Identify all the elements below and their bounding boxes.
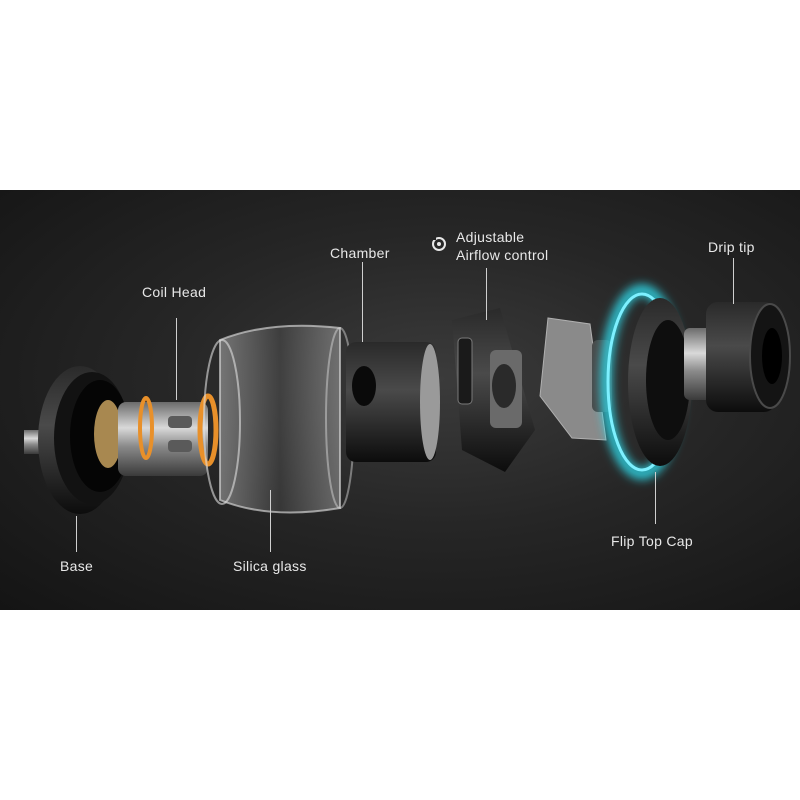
coil-head-leader-line (176, 318, 177, 400)
airflow-adjust-icon (431, 235, 446, 251)
chamber-leader-line (362, 262, 363, 342)
drip-tip-leader-line (733, 258, 734, 304)
airflow-leader-line (486, 268, 487, 320)
chamber-part (346, 342, 440, 462)
coil-head-part (118, 393, 219, 476)
airflow-label-line1: Adjustable (456, 229, 525, 245)
product-banner: Coil Head Chamber Adjustable Airflow con… (0, 190, 800, 610)
airflow-ring-part (452, 308, 535, 472)
flip-top-cap-leader-line (655, 472, 656, 524)
silica-glass-part (203, 324, 355, 514)
base-leader-line (76, 516, 77, 552)
silica-glass-leader-line (270, 490, 271, 552)
drip-tip-part (684, 302, 791, 412)
silica-glass-label: Silica glass (233, 558, 307, 574)
airflow-label-line2: Airflow control (456, 247, 549, 263)
base-part (24, 366, 130, 514)
coil-head-label: Coil Head (142, 284, 207, 300)
chamber-label: Chamber (330, 245, 390, 261)
drip-tip-label: Drip tip (708, 239, 755, 255)
flip-top-cap-part (601, 285, 692, 479)
flip-top-cap-label: Flip Top Cap (611, 533, 693, 549)
base-label: Base (60, 558, 94, 574)
exploded-tank-illustration (24, 285, 791, 514)
